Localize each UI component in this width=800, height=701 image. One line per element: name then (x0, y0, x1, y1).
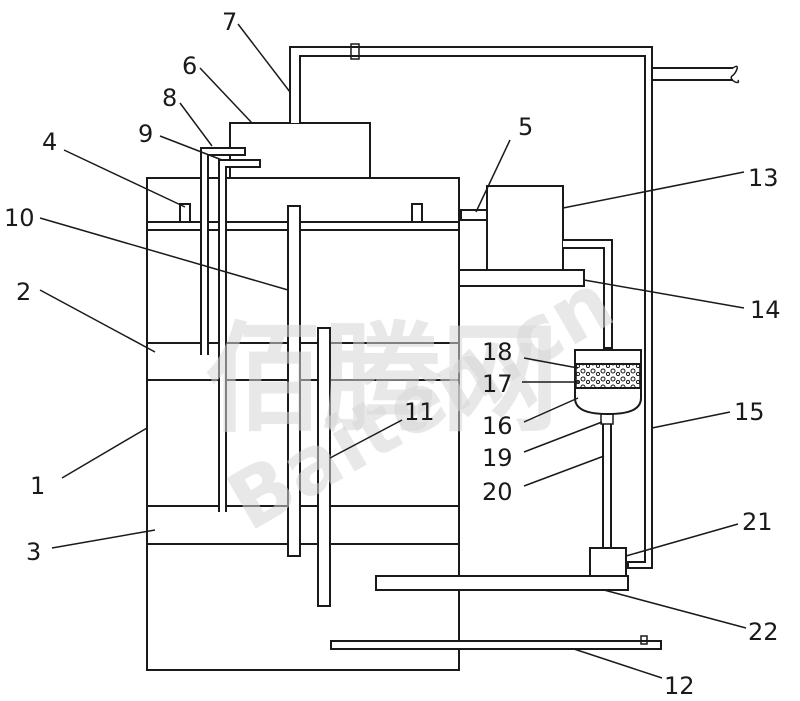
leader-21 (625, 523, 739, 557)
leader-9 (159, 135, 223, 161)
label-21: 21 (742, 508, 773, 536)
leader-lines (39, 23, 747, 679)
label-22: 22 (748, 618, 779, 646)
pipe-8 (200, 147, 246, 355)
rail-12 (330, 640, 662, 650)
outlet-break-mark (730, 65, 740, 84)
lid-clip-right (411, 203, 423, 222)
platform-14 (458, 269, 585, 287)
long-tube-10 (287, 205, 301, 557)
label-7: 7 (222, 8, 237, 36)
label-5: 5 (518, 113, 533, 141)
label-1: 1 (30, 472, 45, 500)
pipe-9 (218, 159, 261, 512)
outlet-pipe (652, 67, 733, 81)
label-20: 20 (482, 478, 513, 506)
connector-5 (460, 209, 488, 221)
device-13 (486, 185, 564, 271)
pipe-7-loop (289, 46, 653, 569)
leader-22 (603, 589, 747, 629)
leader-12 (573, 648, 663, 679)
label-8: 8 (162, 84, 177, 112)
lid-clip-left (179, 203, 191, 222)
label-15: 15 (734, 398, 765, 426)
top-unit-box (229, 122, 371, 179)
leader-7 (237, 23, 291, 93)
tube-11 (317, 327, 331, 607)
leader-15 (651, 411, 731, 429)
leader-11 (329, 419, 403, 459)
label-17: 17 (482, 370, 513, 398)
pump-21 (589, 547, 627, 577)
leader-14 (583, 279, 745, 309)
leader-16 (523, 397, 579, 423)
watermark-cn: 佰腾网 (205, 310, 559, 448)
label-18: 18 (482, 338, 513, 366)
label-13: 13 (748, 164, 779, 192)
shelf-22 (375, 575, 629, 591)
label-3: 3 (26, 538, 41, 566)
pipe-20 (602, 424, 612, 548)
leader-2 (39, 289, 156, 353)
label-12: 12 (664, 672, 695, 700)
leader-5 (475, 139, 511, 213)
leader-20 (523, 455, 605, 487)
rail-stopper (640, 635, 648, 645)
leader-13 (562, 171, 745, 209)
lower-gravel-layer (146, 505, 460, 545)
label-10: 10 (4, 204, 35, 232)
upper-gravel-layer (146, 342, 460, 381)
leader-4 (63, 149, 186, 208)
leader-10 (39, 217, 289, 291)
valve-19 (600, 413, 614, 425)
leader-6 (199, 67, 253, 124)
leader-3 (51, 529, 156, 549)
feed-pipe (563, 239, 613, 349)
label-19: 19 (482, 444, 513, 472)
pipe-coupling (350, 43, 360, 60)
leader-8 (179, 102, 213, 147)
label-9: 9 (138, 120, 153, 148)
label-4: 4 (42, 128, 57, 156)
leader-19 (523, 421, 603, 453)
leader-1 (61, 427, 148, 479)
filter-media-17 (575, 363, 641, 389)
label-11: 11 (404, 398, 435, 426)
label-2: 2 (16, 278, 31, 306)
label-6: 6 (182, 52, 197, 80)
leader-18 (523, 357, 579, 369)
label-14: 14 (750, 296, 781, 324)
label-16: 16 (482, 412, 513, 440)
